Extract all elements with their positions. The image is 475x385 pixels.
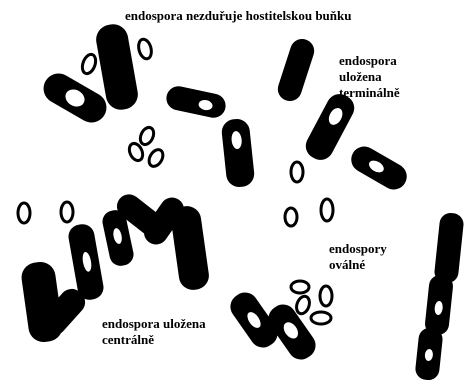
cell-terminal-chain-1 xyxy=(275,36,318,104)
cell-terminal-chain-3 xyxy=(347,142,412,195)
label-top-text: endospora nezduřuje hostitelskou buňku xyxy=(125,8,351,24)
label-terminal-line-3: terminálně xyxy=(339,85,400,101)
label-terminal-line-2: uložena xyxy=(339,69,400,85)
free-spore xyxy=(146,147,165,169)
label-central-line-1: endospora uložena xyxy=(102,316,206,332)
label-central: endospora uložena centrálně xyxy=(102,316,206,348)
free-spore xyxy=(61,202,73,222)
free-spore xyxy=(291,162,303,182)
label-central-line-2: centrálně xyxy=(102,332,206,348)
label-top: endospora nezduřuje hostitelskou buňku xyxy=(125,8,351,24)
cell-right-tall xyxy=(169,204,210,291)
free-spore xyxy=(285,208,297,226)
cell-right-chain-2 xyxy=(424,274,454,336)
free-spore xyxy=(138,125,156,146)
cell-right-chain-1 xyxy=(433,212,464,284)
cell-middle-spore xyxy=(164,84,228,120)
free-spore xyxy=(311,312,331,324)
free-spore xyxy=(18,203,30,223)
label-oval: endospory oválné xyxy=(329,241,387,273)
free-spore xyxy=(320,286,332,306)
free-spore xyxy=(137,38,154,60)
free-spore xyxy=(291,281,309,293)
label-oval-line-1: endospory xyxy=(329,241,387,257)
label-oval-line-2: oválné xyxy=(329,257,387,273)
cell-center-vertical xyxy=(221,118,256,189)
free-spore xyxy=(80,53,98,76)
cell-left-large-spore xyxy=(38,68,112,128)
cell-right-chain-3 xyxy=(414,327,443,381)
free-spore xyxy=(321,199,333,221)
free-spore xyxy=(294,294,311,315)
label-terminal: endospora uložena terminálně xyxy=(339,53,400,101)
label-terminal-line-1: endospora xyxy=(339,53,400,69)
